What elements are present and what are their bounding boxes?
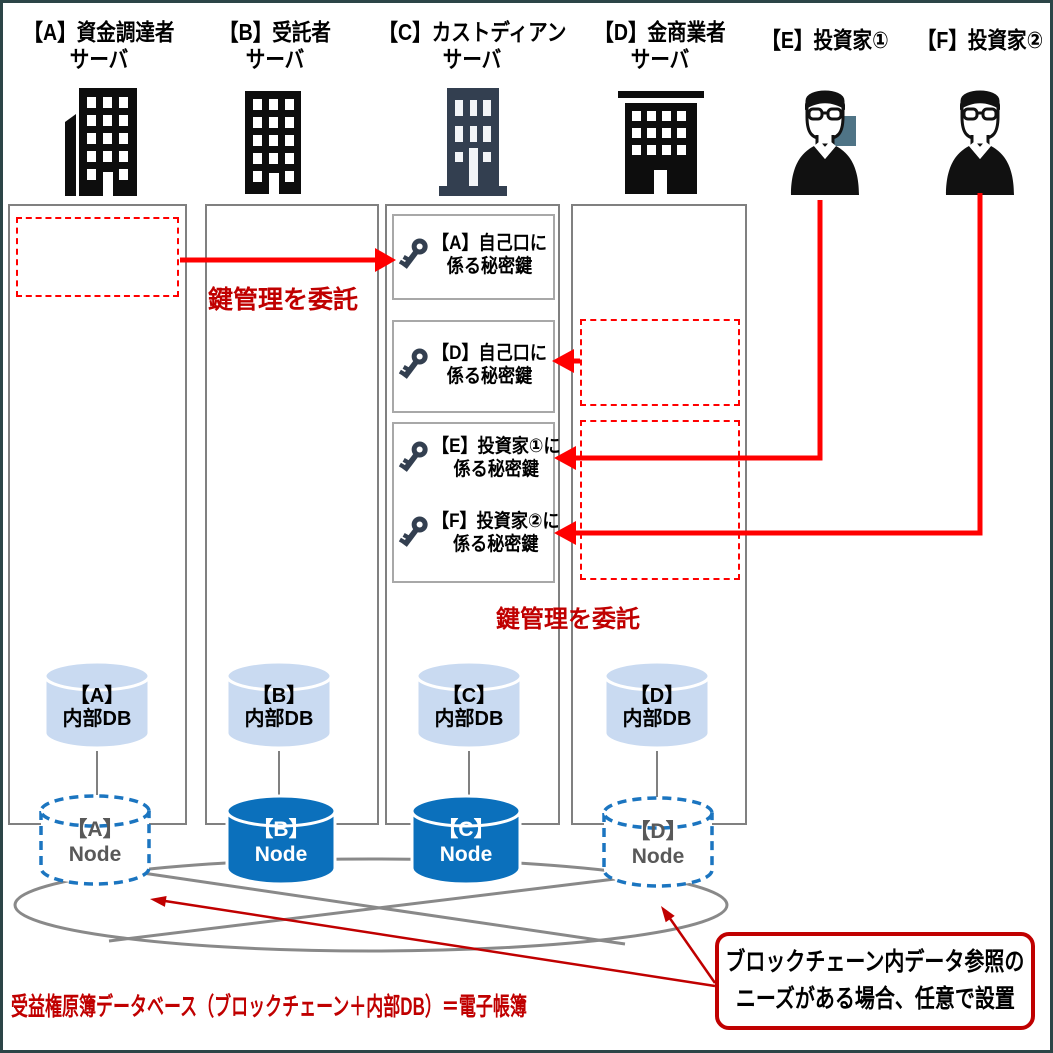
connector-a: [96, 751, 98, 795]
actor-c-name: 【C】カストディアン: [378, 19, 567, 45]
key-label-d: 【D】自己口に 係る秘密鍵: [432, 343, 547, 387]
node-cylinder-b: 【B】 Node: [225, 793, 337, 891]
key-box-d: 【D】自己口に 係る秘密鍵: [392, 320, 555, 413]
node-d-label: 【D】 Node: [629, 820, 687, 868]
callout-line1: ブロックチェーン内データ参照の: [725, 948, 1025, 976]
actor-d-sub: サーバ: [630, 46, 690, 72]
node-a-label: 【A】 Node: [66, 818, 124, 866]
person-investor1-icon: [783, 83, 867, 200]
actor-b-name: 【B】受託者: [219, 19, 331, 45]
building-a-icon: [59, 88, 143, 201]
node-cylinder-a: 【A】 Node: [39, 793, 151, 891]
key-label-f: 【F】投資家②に 係る秘密鍵: [432, 511, 560, 555]
ledger-formula-caption: 受益権原簿データベース（ブロックチェーン＋内部DB）＝電子帳簿: [11, 993, 527, 1021]
key-icon: [398, 516, 428, 547]
optional-node-callout: ブロックチェーン内データ参照の ニーズがある場合、任意で設置: [715, 932, 1035, 1030]
key-box-a: 【A】自己口に 係る秘密鍵: [392, 214, 555, 300]
header-actor-a: 【A】資金調達者 サーバ: [6, 19, 193, 73]
network-cross-line-2: [108, 877, 616, 943]
callout-pointer-to-node-a: [150, 896, 716, 988]
key-icon: [398, 238, 428, 269]
node-c-label: 【C】 Node: [437, 818, 495, 866]
network-cross-line-1: [135, 870, 626, 946]
key-icon: [398, 441, 428, 472]
dashed-box-a: [16, 217, 179, 297]
connector-b: [278, 751, 280, 795]
db-cylinder-d: 【D】 内部DB: [603, 659, 711, 755]
actor-c-sub: サーバ: [442, 46, 502, 72]
db-cylinder-b: 【B】 内部DB: [225, 659, 333, 755]
db-cylinder-a: 【A】 内部DB: [43, 659, 151, 755]
dashed-box-d-lower: [580, 420, 740, 580]
actor-f-name: 【F】投資家②: [916, 27, 1044, 53]
delegate-key-mgmt-label-bottom: 鍵管理を委託: [496, 606, 640, 633]
header-actor-d: 【D】金商業者 サーバ: [567, 19, 754, 73]
db-b-label: 【B】 内部DB: [244, 685, 314, 730]
person-investor2-icon: [938, 83, 1022, 200]
actor-d-name: 【D】金商業者: [594, 19, 726, 45]
db-cylinder-c: 【C】 内部DB: [415, 659, 523, 755]
callout-pointer-to-node-d: [661, 906, 717, 984]
header-actor-f: 【F】投資家②: [887, 27, 1051, 54]
actor-b-sub: サーバ: [245, 46, 305, 72]
db-c-label: 【C】 内部DB: [434, 685, 504, 730]
connector-d: [656, 751, 658, 797]
connector-c: [468, 751, 470, 795]
delegate-key-mgmt-label-top: 鍵管理を委託: [208, 286, 359, 314]
node-cylinder-c: 【C】 Node: [410, 793, 522, 891]
header-actor-c: 【C】カストディアン サーバ: [378, 19, 567, 73]
header-actor-e: 【E】投資家①: [732, 27, 919, 54]
actor-a-sub: サーバ: [69, 46, 129, 72]
db-d-label: 【D】 内部DB: [622, 685, 692, 730]
key-label-a: 【A】自己口に 係る秘密鍵: [432, 233, 547, 277]
dashed-box-d-upper: [580, 319, 740, 406]
building-b-icon: [233, 91, 313, 199]
node-b-label: 【B】 Node: [252, 818, 310, 866]
callout-line2: ニーズがある場合、任意で設置: [735, 985, 1015, 1013]
building-c-icon: [430, 88, 516, 201]
building-d-icon: [618, 91, 704, 199]
db-a-label: 【A】 内部DB: [62, 685, 132, 730]
actor-e-name: 【E】投資家①: [761, 27, 889, 53]
key-box-investors: 【E】投資家①に 係る秘密鍵 【F】投資家②に 係る秘密鍵: [392, 422, 560, 583]
key-icon: [398, 348, 428, 379]
header-actor-b: 【B】受託者 サーバ: [182, 19, 369, 73]
actor-a-name: 【A】資金調達者: [23, 19, 175, 45]
node-cylinder-d: 【D】 Node: [602, 795, 714, 893]
key-label-e: 【E】投資家①に 係る秘密鍵: [432, 436, 561, 480]
